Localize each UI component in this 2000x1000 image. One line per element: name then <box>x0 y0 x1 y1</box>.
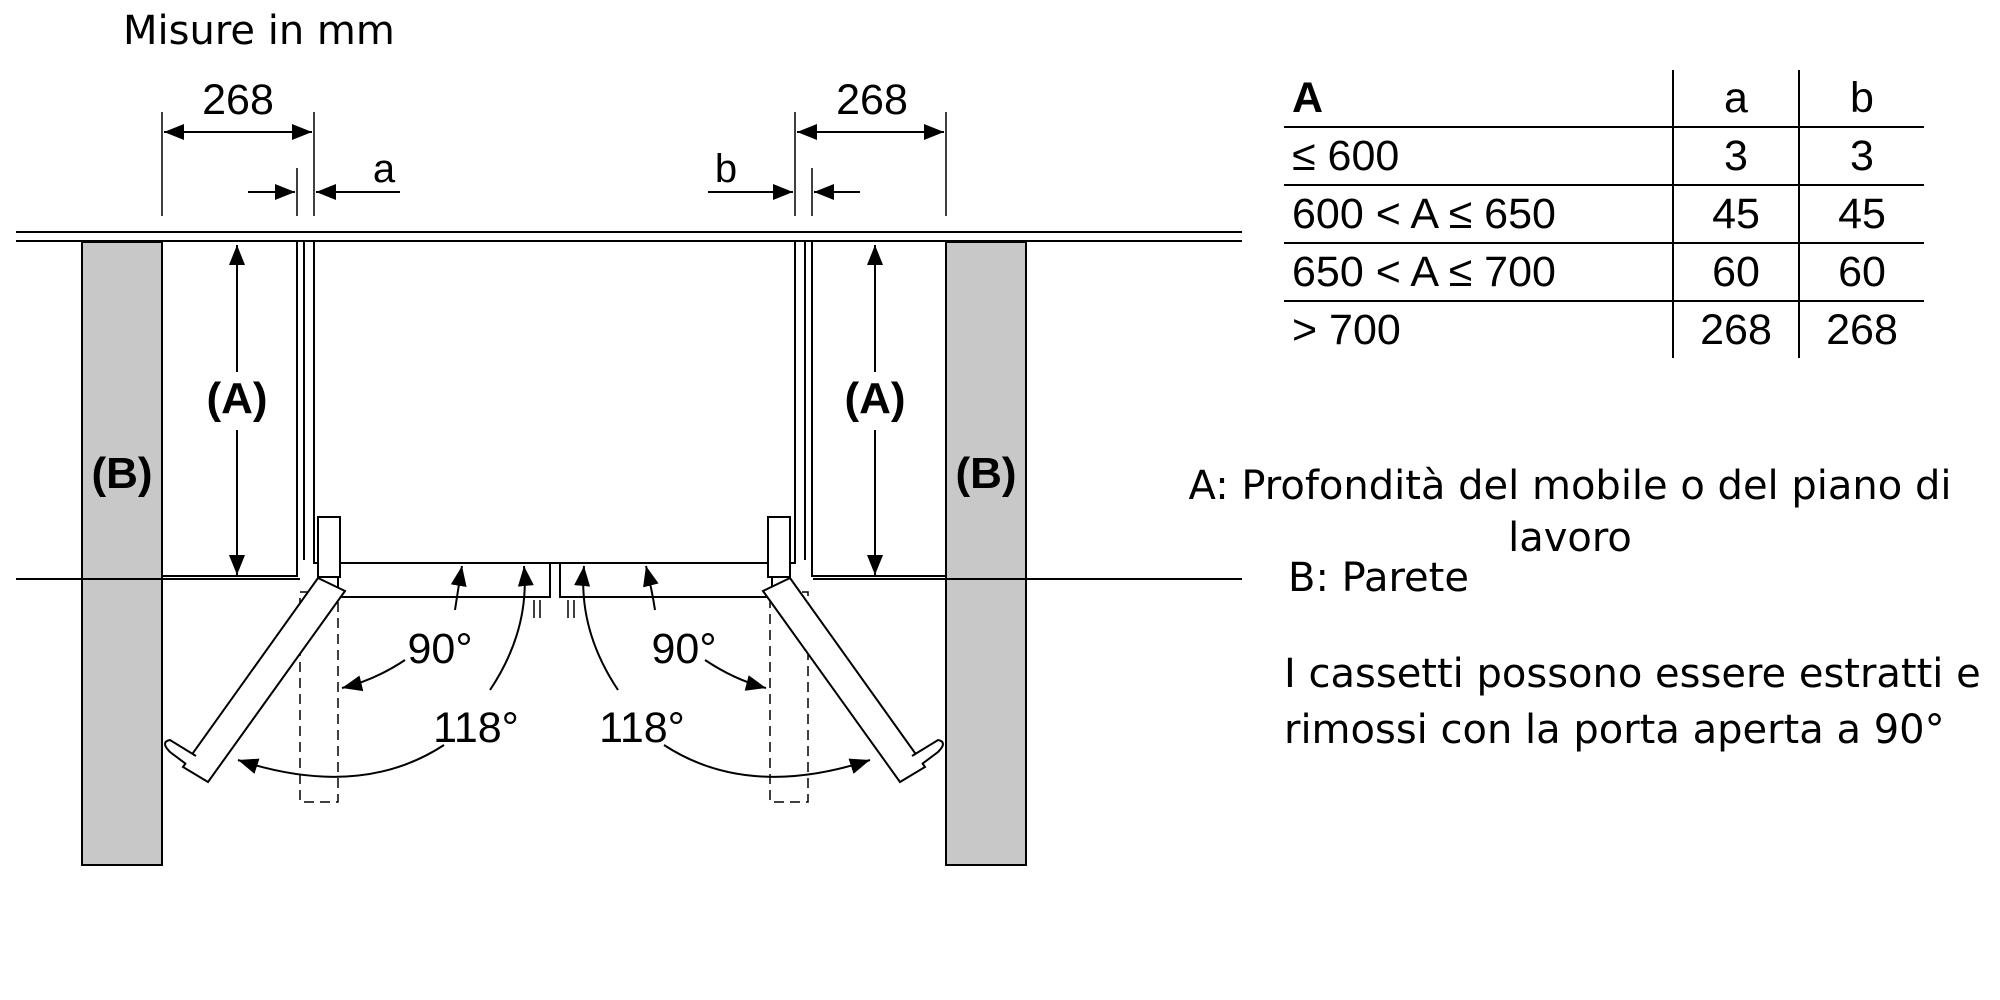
depth-label-right: (A) <box>844 374 905 423</box>
gap-label-a: a <box>373 147 396 191</box>
drawer-right <box>559 562 773 598</box>
angle-label-118-right: 118° <box>599 704 685 752</box>
arc-118-left-up <box>489 565 534 691</box>
angle-label-90-right: 90° <box>651 625 716 673</box>
cabinet-right <box>811 240 946 577</box>
angle-label-118-left: 118° <box>433 704 519 752</box>
table-cell-a: 45 <box>1672 184 1799 243</box>
table-cell-cond: ≤ 600 <box>1284 126 1673 185</box>
table-cell-a: 60 <box>1672 242 1799 301</box>
table-cell-b: 3 <box>1798 126 1924 185</box>
cabinet-left <box>162 240 298 577</box>
gap-label-b: b <box>715 147 737 191</box>
arc-90-left-down <box>341 659 406 692</box>
top-view-drawing: 268 268 a b (A) (A) (B) (B) 90° 90° 118°… <box>16 76 1242 866</box>
wall-label-left: (B) <box>91 449 152 498</box>
door-right-handle <box>911 738 944 765</box>
dim-label-right-268: 268 <box>836 76 908 124</box>
wall-label-right: (B) <box>955 449 1016 498</box>
door-left-handle <box>164 738 197 765</box>
table-header-a: a <box>1672 70 1799 127</box>
door-right-open <box>761 576 927 784</box>
table-cell-b: 45 <box>1798 184 1924 243</box>
table-cell-cond: 600 < A ≤ 650 <box>1284 184 1673 243</box>
table-cell-b: 60 <box>1798 242 1924 301</box>
door-left-open <box>181 576 347 784</box>
depth-label-left: (A) <box>206 374 267 423</box>
hinge-right <box>767 516 791 578</box>
table-row: 600 < A ≤ 650 45 45 <box>1284 184 1924 243</box>
table-row: > 700 268 268 <box>1284 300 1924 358</box>
table-cell-cond: > 700 <box>1284 300 1673 358</box>
arc-118-right-up <box>574 565 619 691</box>
table-row: ≤ 600 3 3 <box>1284 126 1924 185</box>
units-caption: Misure in mm <box>123 8 395 54</box>
wall-right <box>945 241 1027 866</box>
dim-label-left-268: 268 <box>202 76 274 124</box>
drawer-note: I cassetti possono essere estratti e rim… <box>1284 651 1981 753</box>
table-header-row: A a b <box>1284 70 1924 127</box>
table-cell-a: 268 <box>1672 300 1799 358</box>
handle-marks <box>533 600 575 618</box>
legend-depth: A: Profondità del mobile o del piano di … <box>1188 463 1952 561</box>
table-cell-b: 268 <box>1798 300 1924 358</box>
wall-left <box>81 241 163 866</box>
gap-spec-table: A a b ≤ 600 3 3 600 < A ≤ 650 45 45 650 … <box>1284 70 1924 358</box>
drawer-left <box>337 562 551 598</box>
arc-118-left-down <box>237 744 445 778</box>
arc-90-right-up <box>643 565 659 611</box>
hinge-left <box>317 516 341 578</box>
appliance-body <box>313 240 796 564</box>
arc-118-right-down <box>663 744 871 778</box>
angle-label-90-left: 90° <box>407 625 472 673</box>
table-header-b: b <box>1798 70 1924 127</box>
table-cell-cond: 650 < A ≤ 700 <box>1284 242 1673 301</box>
arc-90-left-up <box>450 565 467 611</box>
legend-wall: B: Parete <box>1288 555 1469 601</box>
table-row: 650 < A ≤ 700 60 60 <box>1284 242 1924 301</box>
table-cell-a: 3 <box>1672 126 1799 185</box>
table-header-cond: A <box>1292 74 1324 122</box>
arc-90-right-down <box>704 659 767 691</box>
